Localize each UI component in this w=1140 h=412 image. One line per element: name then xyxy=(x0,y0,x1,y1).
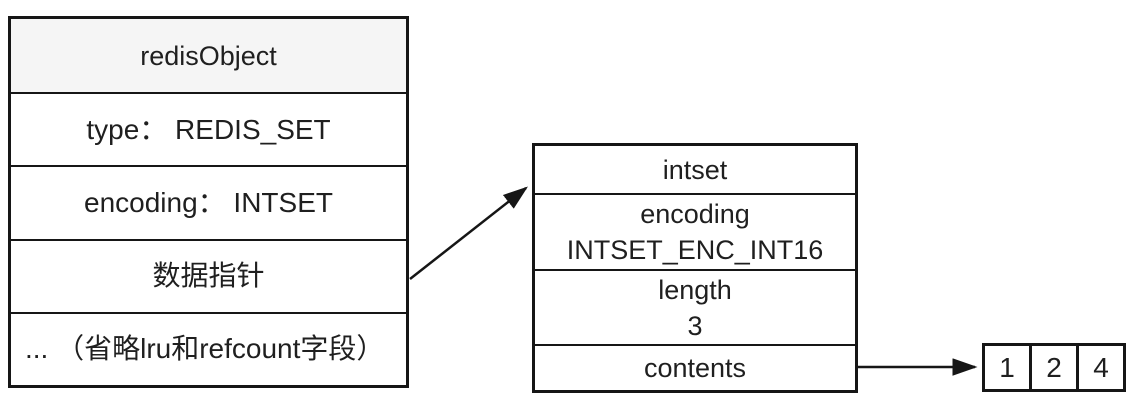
redis-object-row-type: type： REDIS_SET xyxy=(11,92,406,165)
intset-encoding-label: encoding xyxy=(640,199,750,229)
redis-object-row-omitted-fields: ... （省略lru和refcount字段） xyxy=(11,311,406,385)
redis-object-header: redisObject xyxy=(11,19,406,93)
redis-object-box: redisObject type： REDIS_SET encoding： IN… xyxy=(8,16,409,388)
array-cell: 2 xyxy=(1029,343,1079,392)
intset-header: intset xyxy=(662,154,728,185)
intset-row-encoding: encoding INTSET_ENC_INT16 xyxy=(535,193,855,269)
data-pointer-arrow xyxy=(409,186,528,280)
array-cell: 1 xyxy=(982,343,1032,392)
intset-length-label: length xyxy=(658,274,732,305)
intset-row-length: length 3 xyxy=(535,269,855,344)
intset-box: intset encoding INTSET_ENC_INT16 length … xyxy=(532,143,858,393)
redis-object-row-encoding: encoding： INTSET xyxy=(11,165,406,238)
intset-length-value: 3 xyxy=(687,310,703,341)
redis-object-row-data-pointer: 数据指针 xyxy=(11,238,406,312)
array-cell: 4 xyxy=(1076,343,1126,392)
intset-row-contents: contents xyxy=(535,344,855,390)
contents-array: 1 2 4 xyxy=(982,343,1126,392)
intset-encoding-value: INTSET_ENC_INT16 xyxy=(566,235,824,265)
